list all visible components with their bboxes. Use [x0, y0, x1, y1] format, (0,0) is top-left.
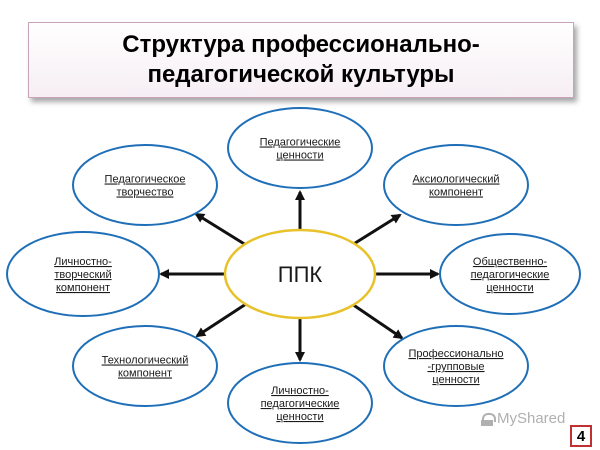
- node-label-line: ценности: [276, 411, 323, 423]
- nodes-group: ПедагогическиеценностиАксиологическийком…: [6, 107, 581, 444]
- node-label-line: педагогические: [471, 269, 550, 281]
- node-label-line: компонент: [429, 187, 483, 199]
- node-label-line: Профессионально: [408, 348, 503, 360]
- node-label-line: ценности: [432, 374, 479, 386]
- node-label-line: творческий: [54, 269, 111, 281]
- node-label-line: педагогические: [261, 398, 340, 410]
- arrow-to-axiological-component: [351, 213, 402, 247]
- node-label-line: -групповые: [427, 361, 484, 373]
- center-ellipse: [223, 228, 377, 320]
- title-line-2: педагогической культуры: [147, 61, 455, 88]
- watermark: MyShared: [480, 410, 565, 427]
- center-node: ППК: [223, 228, 377, 320]
- node-label-line: Педагогическое: [105, 174, 186, 186]
- node-ellipse: [227, 107, 373, 189]
- node-ellipse: [72, 144, 218, 226]
- arrow-to-pedagogical-creativity: [194, 212, 247, 247]
- node-ellipse: [383, 325, 529, 407]
- node-ellipse: [227, 362, 373, 444]
- arrow-to-technological-component: [195, 302, 247, 338]
- node-label-line: Технологический: [102, 355, 189, 367]
- node-label-line: Личностно-: [271, 385, 329, 397]
- node-label-line: Педагогические: [260, 137, 341, 149]
- node-label-line: ценности: [486, 282, 533, 294]
- node-ellipse: [439, 233, 581, 315]
- arrow-to-professional-group-values: [351, 302, 404, 340]
- node-ellipse: [72, 325, 218, 407]
- title-banner: Структура профессионально- педагогическо…: [28, 22, 574, 98]
- node-label-line: Личностно-: [54, 256, 112, 268]
- node-label-line: Общественно-: [473, 256, 548, 268]
- node-label-line: компонент: [56, 282, 110, 294]
- node-ellipse: [6, 231, 160, 317]
- node-label-line: творчество: [117, 187, 174, 199]
- watermark-text: MyShared: [497, 410, 566, 427]
- node-label-line: ценности: [276, 150, 323, 162]
- myshared-logo-icon: [480, 412, 496, 426]
- node-label-line: компонент: [118, 368, 172, 380]
- page-number: 4: [570, 425, 592, 447]
- node-label-line: Аксиологический: [412, 174, 499, 186]
- node-ellipse: [383, 144, 529, 226]
- arrows-group: [159, 190, 440, 362]
- title-line-1: Структура профессионально-: [122, 31, 480, 58]
- center-label: ППК: [278, 262, 323, 287]
